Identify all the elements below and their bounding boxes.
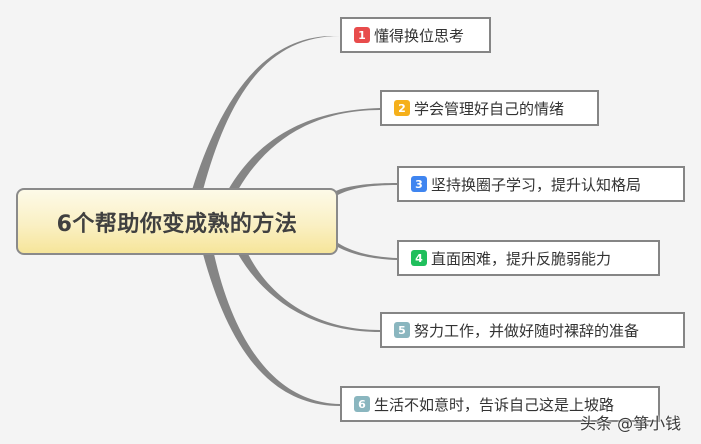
topic-6-label: 生活不如意时，告诉自己这是上坡路	[374, 395, 615, 414]
connector-3	[334, 183, 397, 196]
topic-1[interactable]: 1 懂得换位思考	[340, 17, 491, 53]
priority-4-icon: 4	[411, 250, 427, 266]
topic-4[interactable]: 4 直面困难，提升反脆弱能力	[397, 240, 660, 276]
priority-6-icon: 6	[354, 396, 370, 412]
connector-4	[336, 243, 397, 260]
connector-6	[203, 254, 340, 406]
connector-5	[238, 254, 380, 332]
central-topic[interactable]: 6个帮助你变成熟的方法	[16, 188, 338, 255]
topic-4-label: 直面困难，提升反脆弱能力	[431, 249, 612, 268]
topic-3-label: 坚持换圈子学习，提升认知格局	[431, 175, 642, 194]
connector-2	[228, 108, 380, 190]
topic-5-label: 努力工作，并做好随时裸辞的准备	[414, 321, 640, 340]
watermark: 头条 @箏小钱	[580, 414, 682, 433]
topic-1-label: 懂得换位思考	[374, 26, 465, 45]
priority-1-icon: 1	[354, 27, 370, 43]
topic-3[interactable]: 3 坚持换圈子学习，提升认知格局	[397, 166, 685, 202]
priority-3-icon: 3	[411, 176, 427, 192]
topic-2[interactable]: 2 学会管理好自己的情绪	[380, 90, 599, 126]
priority-5-icon: 5	[394, 322, 410, 338]
topic-2-label: 学会管理好自己的情绪	[414, 99, 565, 118]
topic-6[interactable]: 6 生活不如意时，告诉自己这是上坡路	[340, 386, 660, 422]
central-topic-label: 6个帮助你变成熟的方法	[56, 211, 298, 237]
connector-1	[192, 36, 340, 190]
topic-5[interactable]: 5 努力工作，并做好随时裸辞的准备	[380, 312, 685, 348]
priority-2-icon: 2	[394, 100, 410, 116]
